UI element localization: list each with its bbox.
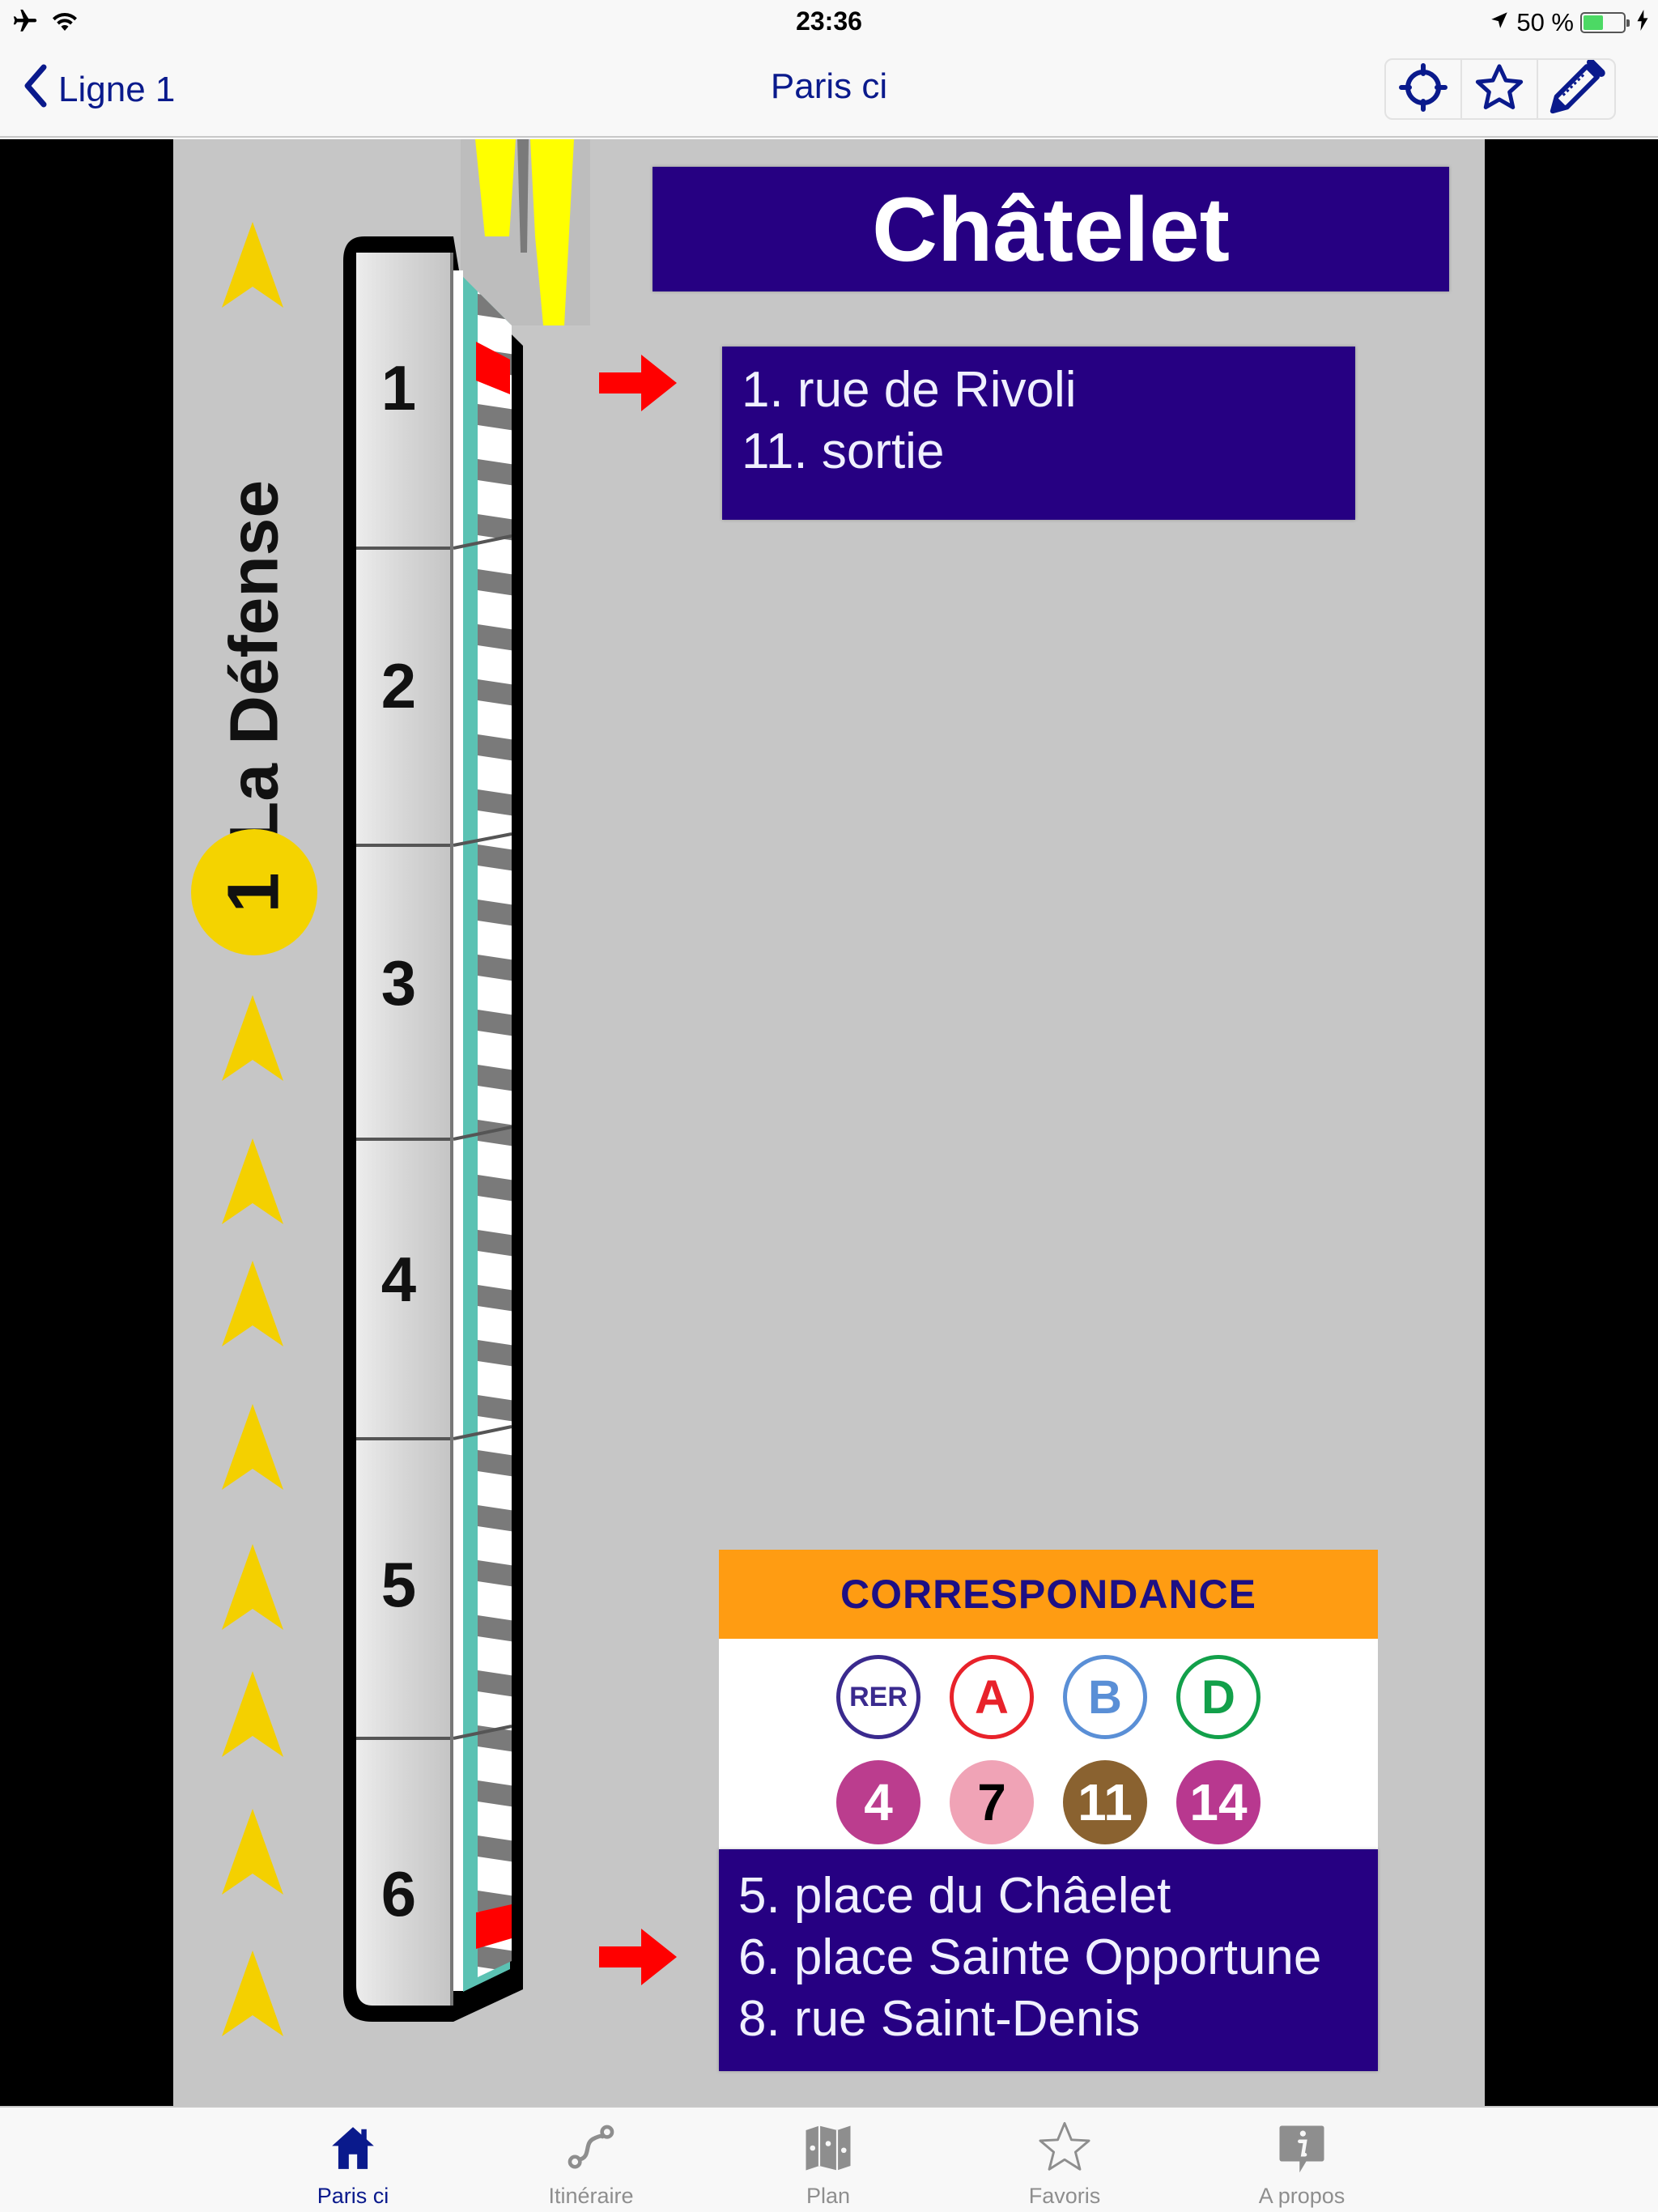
terminus-text: La Défense [215,479,292,844]
direction-arrow-icon [220,1137,285,1226]
tab-label: A propos [1258,2184,1346,2208]
metro-7-badge[interactable]: 7 [950,1760,1034,1844]
track-rails [461,139,590,325]
metro-14-badge[interactable]: 14 [1176,1760,1261,1844]
train-diagram [332,228,607,2034]
metro-line-badge: 1 [191,829,317,955]
metro-lines: 4 7 11 14 [719,1760,1378,1844]
star-icon [1035,2119,1094,2177]
chevron-left-icon [23,64,47,117]
charging-icon [1637,8,1648,37]
favorite-button[interactable] [1462,60,1538,118]
exit-arrow-icon [599,1929,677,1985]
car-number: 5 [380,1549,417,1620]
exit-item: 11. sortie [742,423,945,479]
status-bar: 23:36 50 % [0,0,1658,44]
direction-arrow-icon [220,1949,285,2038]
wifi-icon [50,9,79,37]
direction-arrow-icon [220,1670,285,1759]
direction-arrow-icon [220,1402,285,1491]
rer-badge[interactable]: RER [836,1655,920,1739]
metro-11-badge[interactable]: 11 [1063,1760,1147,1844]
exit-arrow-icon [599,355,677,411]
favorite-star-icon [1473,61,1526,118]
tab-label: Plan [806,2184,851,2208]
car-number: 3 [380,947,417,1019]
tab-favoris[interactable]: Favoris [992,2112,1137,2210]
direction-arrow-icon [220,993,285,1083]
edit-pencil-icon [1545,60,1608,118]
car-number: 6 [380,1858,417,1929]
content-area: La Défense 1 [0,139,1658,2106]
locate-icon [1398,62,1448,117]
correspondance-lines: RER A B D 4 7 11 14 [719,1639,1378,1849]
back-label: Ligne 1 [58,70,176,109]
nav-bar: Ligne 1 Paris ci [0,44,1658,138]
direction-arrow-icon [220,220,285,309]
tab-paris-ci[interactable]: Paris ci [280,2112,426,2210]
tab-label: Paris ci [317,2184,389,2208]
car-number: 4 [380,1244,417,1315]
exit-list-top: 1. rue de Rivoli 11. sortie [722,347,1355,520]
edit-button[interactable] [1538,60,1614,118]
home-icon [324,2119,382,2177]
locate-button[interactable] [1386,60,1462,118]
exit-item: 1. rue de Rivoli [742,362,1077,418]
map-icon [799,2119,857,2177]
back-button[interactable]: Ligne 1 [23,62,175,118]
station-diagram: La Défense 1 [173,139,1485,2106]
status-left [11,6,79,39]
nav-tool-group [1384,58,1616,120]
route-icon [562,2119,620,2177]
status-right: 50 % [1489,6,1648,39]
location-arrow-icon [1489,8,1510,37]
station-name: Châtelet [653,167,1449,291]
battery-icon [1580,12,1630,33]
direction-arrow-icon [220,1807,285,1896]
status-time: 23:36 [796,6,862,36]
rer-lines: RER A B D [719,1655,1378,1739]
battery-percent: 50 % [1516,8,1574,36]
car-number: 2 [380,650,417,721]
car-number: 1 [380,352,417,423]
airplane-mode-icon [11,7,39,39]
rer-a-badge[interactable]: A [950,1655,1034,1739]
exit-item: 8. rue Saint-Denis [738,1991,1141,2047]
tab-label: Itinéraire [548,2184,634,2208]
info-icon [1273,2119,1331,2177]
direction-arrow-icon [220,1542,285,1631]
tab-bar: Paris ci Itinéraire Plan Favoris A propo… [0,2106,1658,2212]
exit-item: 5. place du Châelet [738,1868,1171,1924]
exit-item: 6. place Sainte Opportune [738,1929,1322,1985]
correspondance-header: CORRESPONDANCE [719,1550,1378,1639]
rer-b-badge[interactable]: B [1063,1655,1147,1739]
tab-a-propos[interactable]: A propos [1229,2112,1375,2210]
tab-itineraire[interactable]: Itinéraire [518,2112,664,2210]
exit-list-bottom: 5. place du Châelet 6. place Sainte Oppo… [719,1849,1378,2071]
rer-d-badge[interactable]: D [1176,1655,1261,1739]
tab-plan[interactable]: Plan [755,2112,901,2210]
direction-arrow-icon [220,1259,285,1348]
tab-label: Favoris [1028,2184,1101,2208]
metro-4-badge[interactable]: 4 [836,1760,920,1844]
line-number: 1 [213,871,295,913]
